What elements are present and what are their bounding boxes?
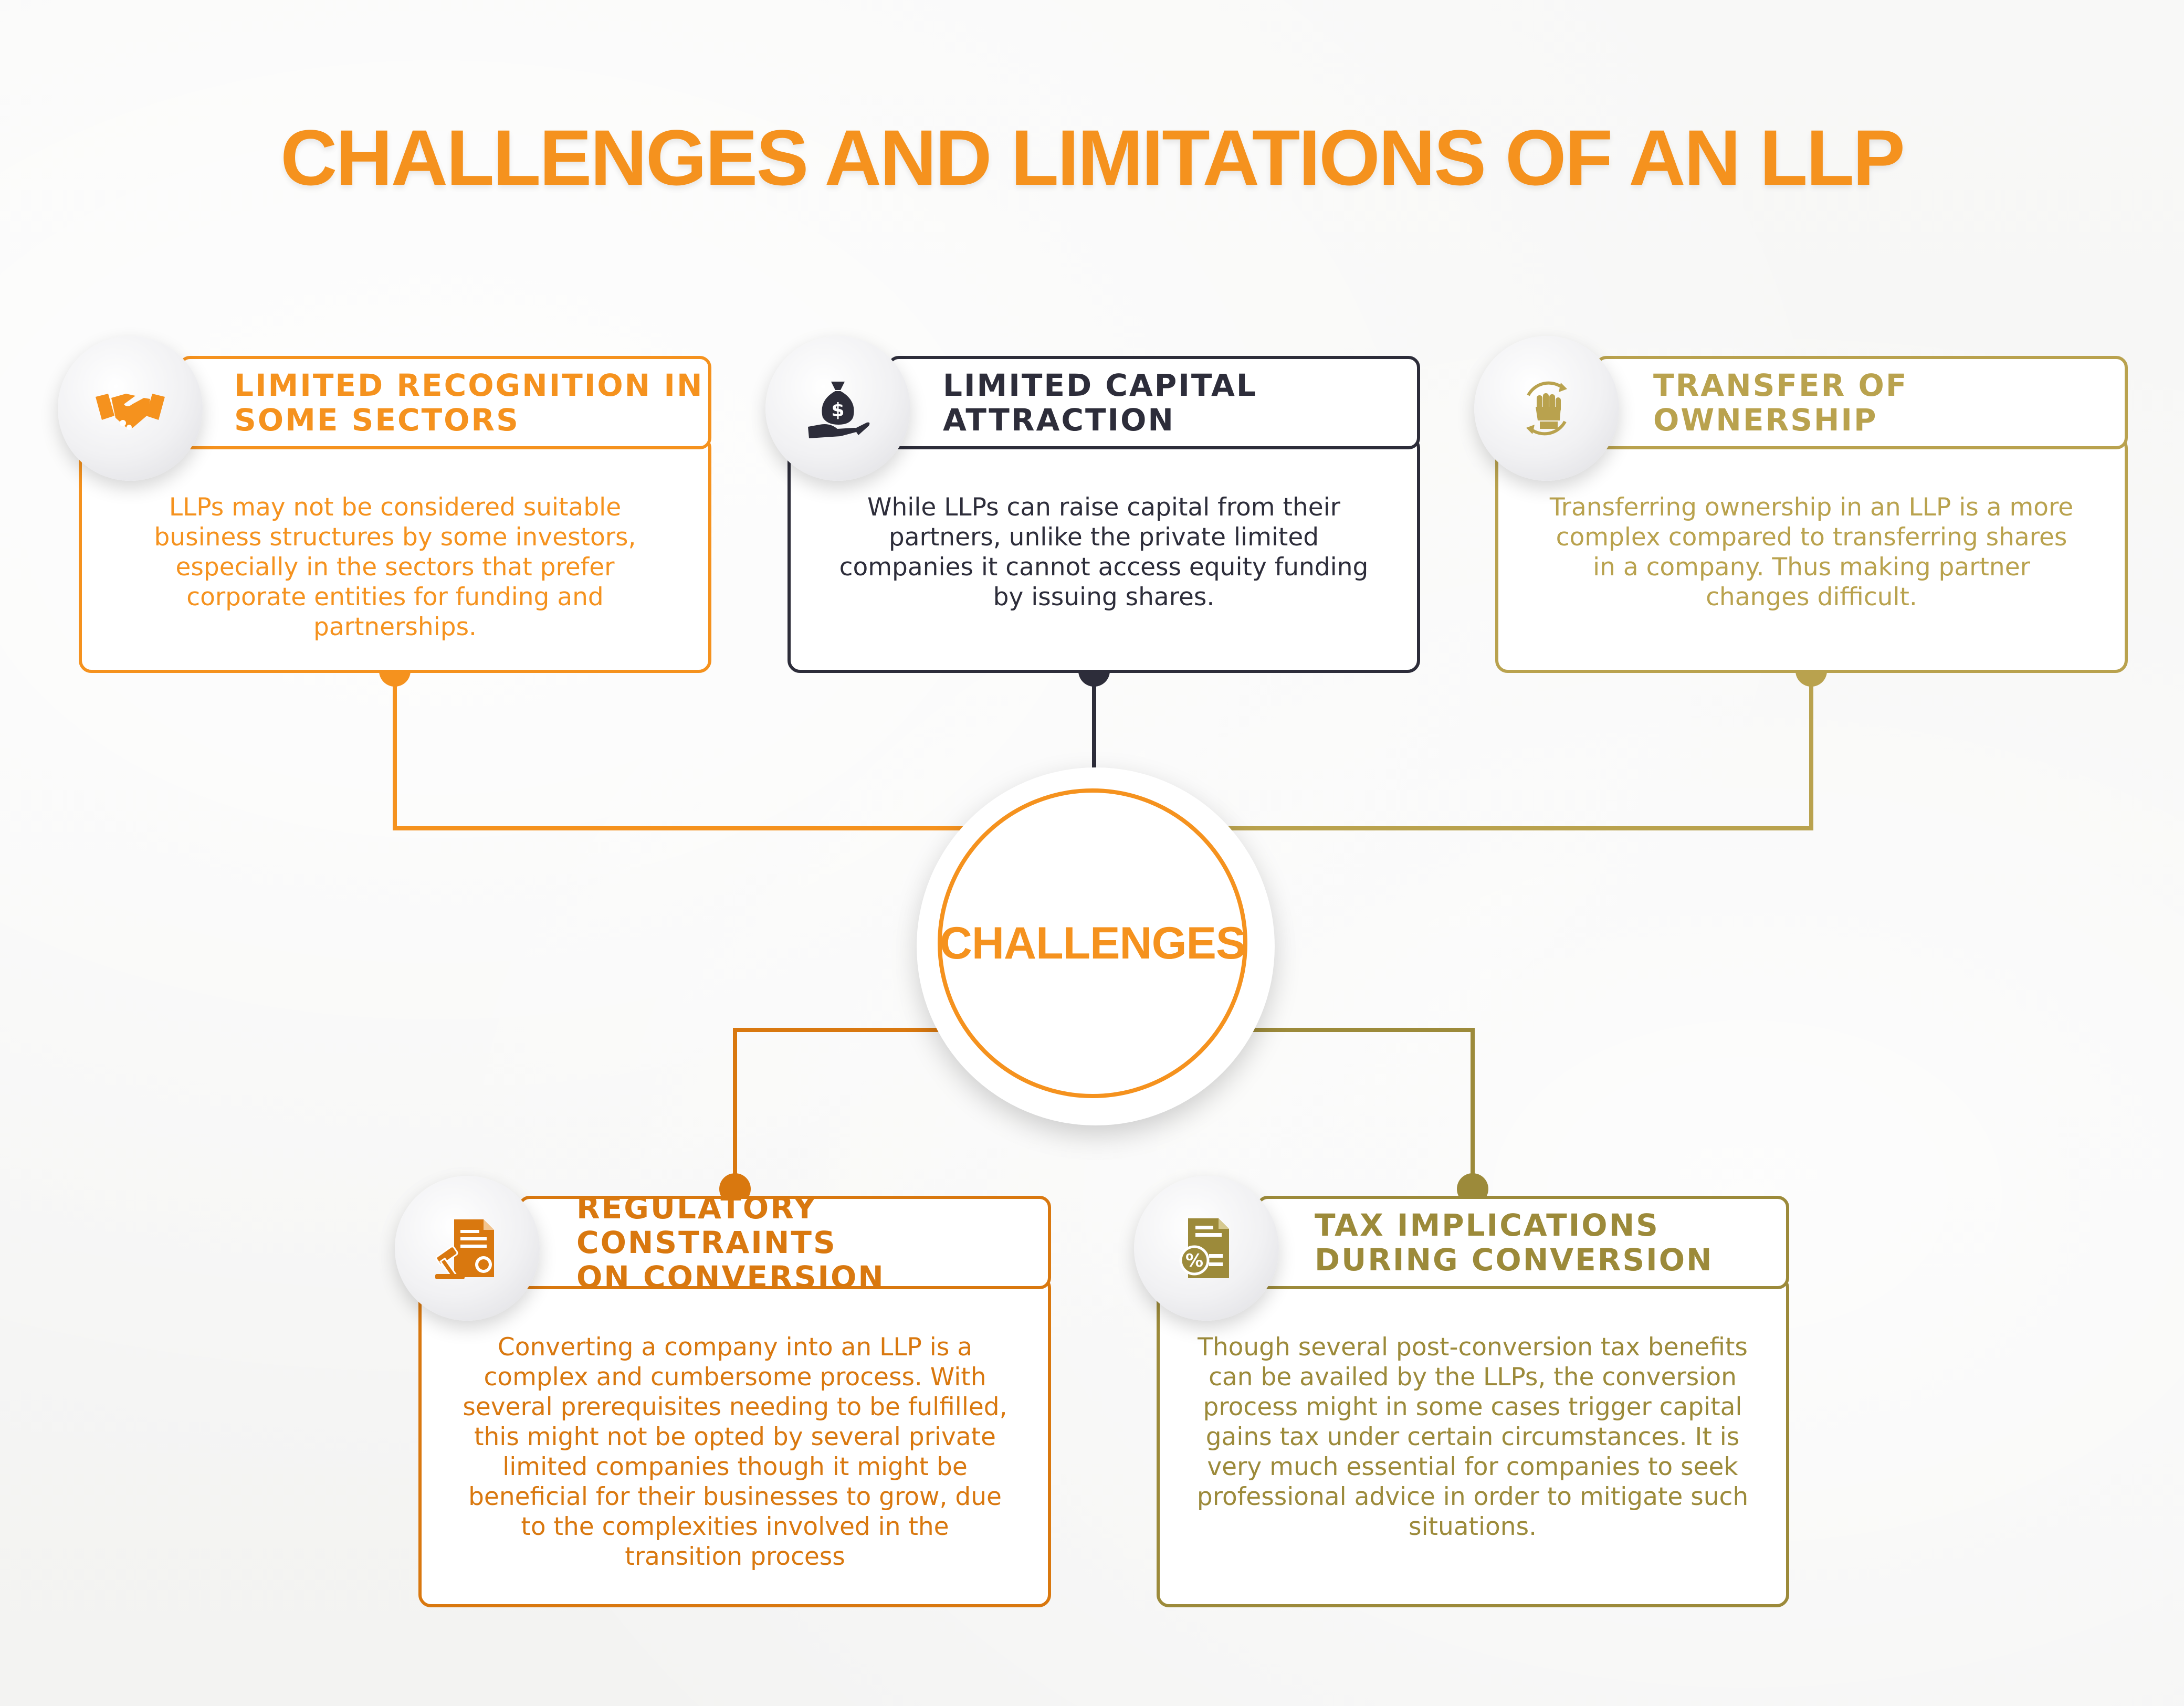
card-limited-recognition bbox=[79, 436, 711, 673]
center-circle: CHALLENGES bbox=[938, 788, 1247, 1098]
card-tax bbox=[1157, 1276, 1789, 1607]
icon-circle-regulatory bbox=[395, 1176, 540, 1321]
connector-transfer-ownership bbox=[1213, 673, 1813, 830]
card-regulatory bbox=[418, 1276, 1051, 1607]
card-body-transfer-ownership: Transferring ownership in an LLP is a mo… bbox=[1549, 493, 2074, 612]
icon-circle-limited-recognition bbox=[58, 336, 203, 481]
card-heading-regulatory: REGULATORY CONSTRAINTS ON CONVERSION bbox=[576, 1190, 885, 1295]
card-body-limited-capital: While LLPs can raise capital from their … bbox=[839, 493, 1369, 612]
center-label: CHALLENGES bbox=[939, 918, 1246, 968]
connector-tax bbox=[1218, 1028, 1475, 1187]
icon-circle-tax: % bbox=[1134, 1176, 1279, 1321]
card-transfer-ownership bbox=[1495, 436, 2128, 673]
svg-text:$: $ bbox=[831, 399, 844, 421]
card-body-tax: Though several post-conversion tax benef… bbox=[1196, 1333, 1749, 1541]
icon-circle-limited-capital: $ bbox=[765, 336, 910, 481]
icon-circle-transfer-ownership bbox=[1474, 336, 1619, 481]
card-heading-transfer-ownership: TRANSFER OF OWNERSHIP bbox=[1653, 367, 1908, 438]
connector-limited-recognition bbox=[393, 673, 976, 830]
legal-document-gavel-icon bbox=[435, 1219, 494, 1279]
card-heading-box-transfer-ownership: TRANSFER OF OWNERSHIP bbox=[1595, 356, 2128, 449]
card-body-limited-recognition: LLPs may not be considered suitable busi… bbox=[154, 493, 636, 641]
card-heading-tax: TAX IMPLICATIONS DURING CONVERSION bbox=[1315, 1207, 1714, 1278]
tax-document-icon: % bbox=[1179, 1218, 1229, 1278]
fist-transfer-icon bbox=[1526, 381, 1567, 436]
card-heading-box-limited-capital: LIMITED CAPITAL ATTRACTION bbox=[887, 356, 1420, 449]
page-title: CHALLENGES AND LIMITATIONS OF AN LLP bbox=[280, 113, 1905, 202]
card-heading-limited-recognition: LIMITED RECOGNITION IN SOME SECTORS bbox=[234, 367, 704, 438]
connector-regulatory bbox=[733, 1028, 971, 1187]
card-heading-box-limited-recognition: LIMITED RECOGNITION IN SOME SECTORS bbox=[178, 356, 711, 449]
card-heading-limited-capital: LIMITED CAPITAL ATTRACTION bbox=[943, 367, 1257, 438]
money-bag-hand-icon: $ bbox=[808, 382, 870, 438]
card-heading-box-regulatory: REGULATORY CONSTRAINTS ON CONVERSION bbox=[518, 1191, 1051, 1294]
card-limited-capital bbox=[788, 436, 1420, 673]
svg-text:%: % bbox=[1185, 1250, 1203, 1271]
card-heading-box-tax: TAX IMPLICATIONS DURING CONVERSION bbox=[1256, 1196, 1789, 1289]
handshake-icon bbox=[96, 394, 165, 430]
card-body-regulatory: Converting a company into an LLP is a co… bbox=[463, 1333, 1007, 1571]
